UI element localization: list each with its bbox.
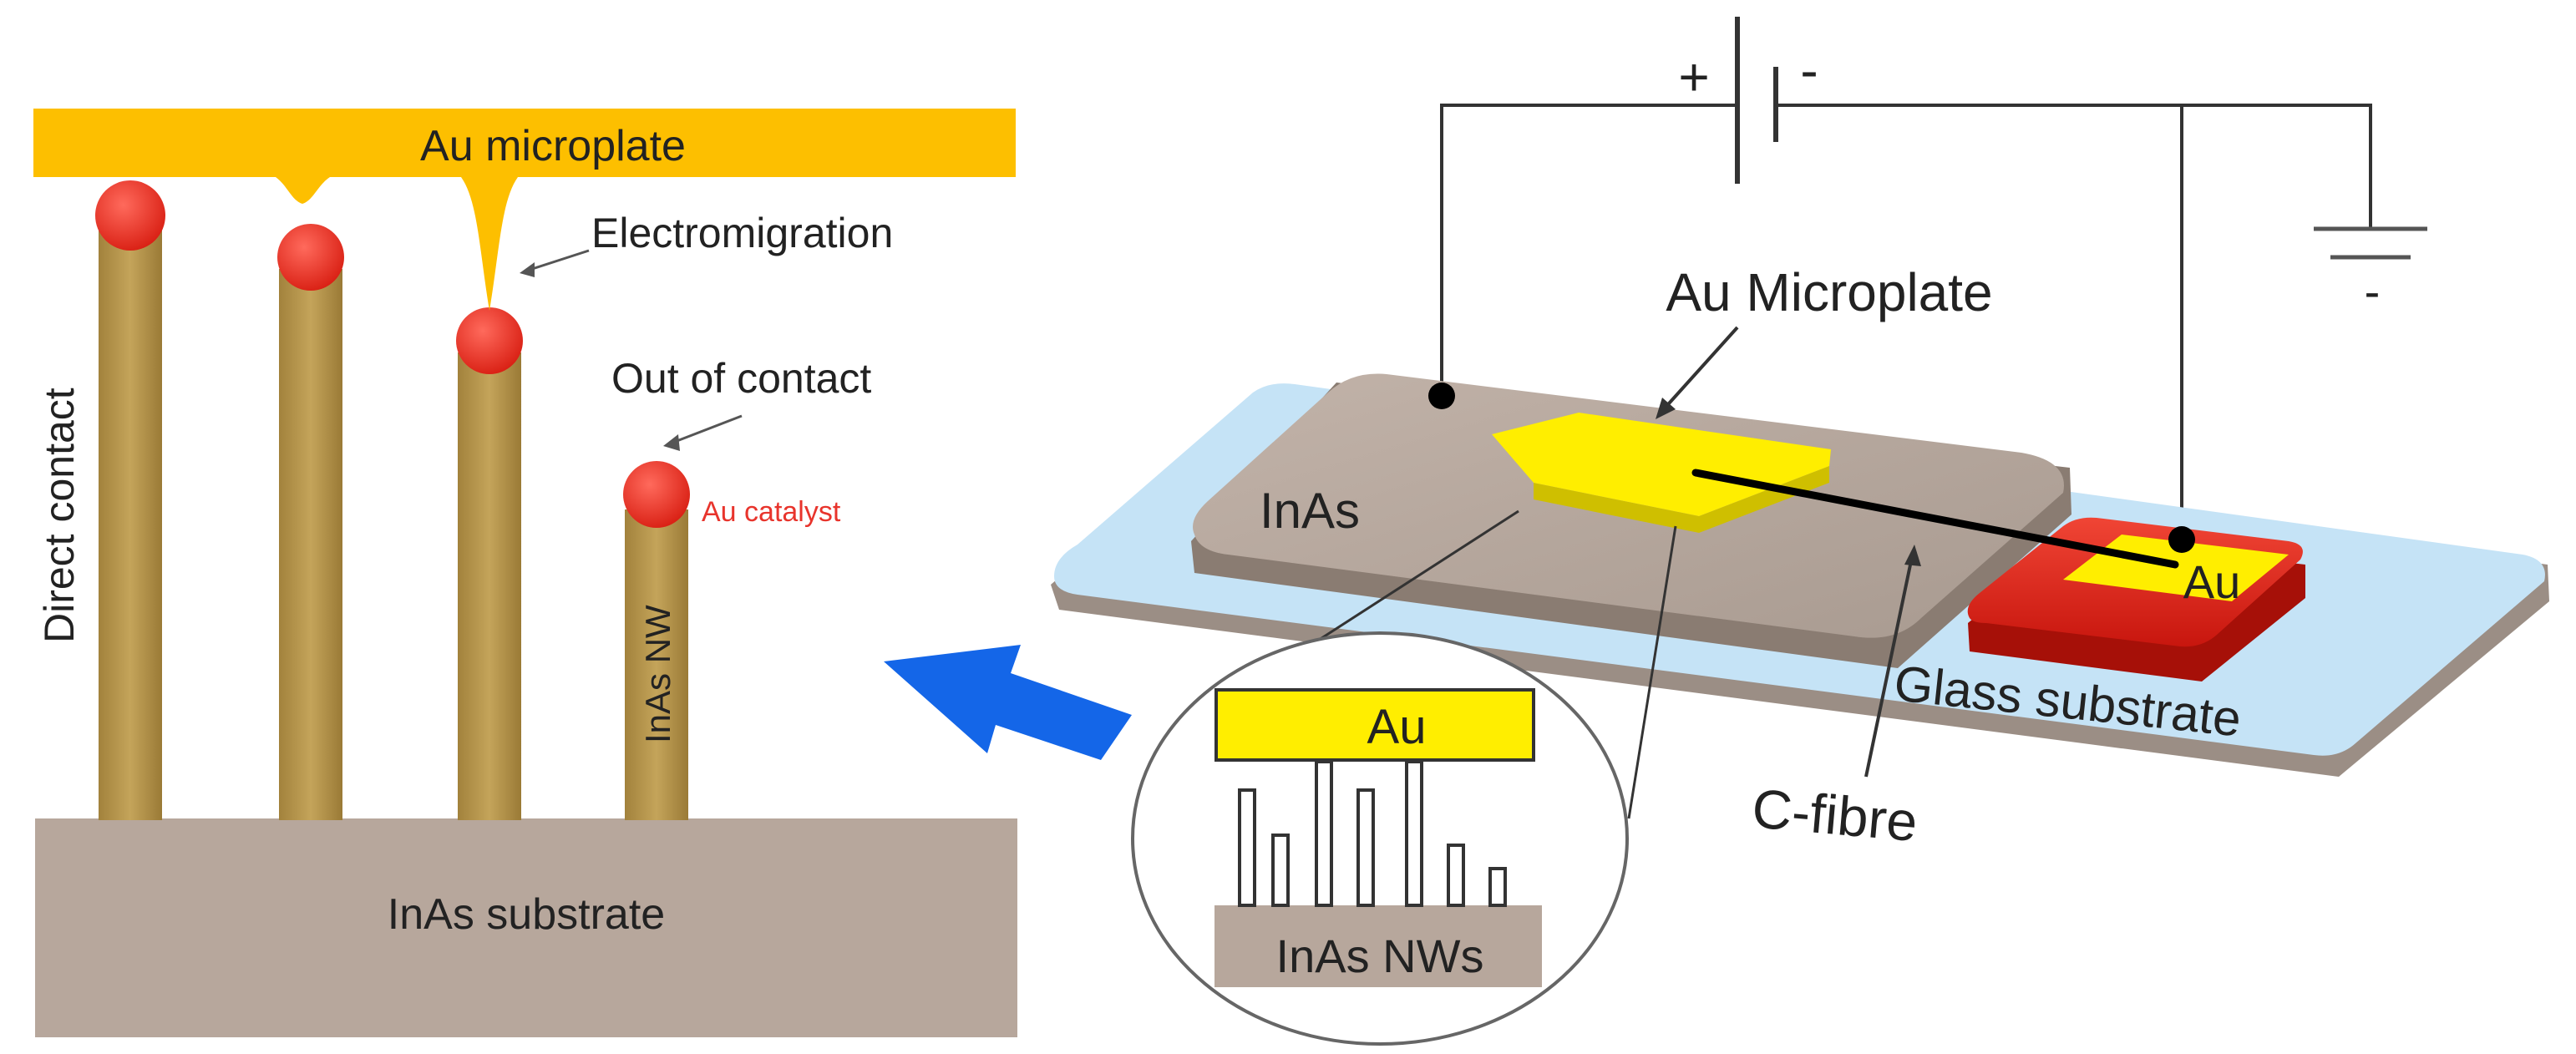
inset-au-label: Au [1367,700,1427,754]
inas-substrate-label: InAs substrate [388,890,665,939]
zoom-line-right [1627,525,1677,819]
battery-plus-label: + [1678,47,1709,107]
electromigration-arrow [524,249,590,273]
ground-icon [2314,226,2427,260]
nanowire-2 [279,269,342,820]
contact-dot-left [1428,383,1455,409]
ground-minus-label: - [2365,265,2381,317]
catalyst-ball-2 [277,224,344,291]
carbon-fibre [1691,469,2179,569]
inas-nw-label: InAs NW [638,605,677,743]
inset-nanowire-6 [1447,844,1465,907]
circuit-wire-left [1440,104,1736,401]
right-panel: + - - InAs Au Au Microplate [1051,17,2549,1046]
inset-nanowire-1 [1238,788,1256,907]
au-microplate-label: Au microplate [420,122,686,170]
circuit-wire-right [1777,104,2372,229]
au-microplate-3d-arrowhead [1656,398,1676,419]
inset-inas-nws-label: InAs NWs [1276,930,1484,982]
au-microplate-bar [33,109,1016,311]
direct-contact-label: Direct contact [36,388,83,643]
inas-substrate-block [35,818,1017,1037]
inset-nanowire-2 [1271,834,1290,907]
inset-zoom: InAs NWs Au [1131,631,1629,1046]
au-microplate-3d-label: Au Microplate [1666,262,1992,322]
electromigration-label: Electromigration [591,210,893,256]
inset-nanowire-7 [1488,867,1507,907]
battery-minus-label: - [1800,40,1818,100]
inas-platform-label: InAs [1260,483,1360,539]
inset-nanowire-3 [1315,760,1333,907]
c-fibre-label: C-fibre [1750,777,1920,853]
catalyst-ball-3 [456,307,523,374]
left-panel: InAs substrate Au microplate Electromigr… [33,109,1017,1037]
au-pad-label: Au [2183,555,2241,608]
au-microplate-hexagon [1492,413,1831,516]
catalyst-ball-1 [95,180,165,251]
inset-nanowire-5 [1405,760,1423,907]
electromigration-arrowhead [520,262,535,277]
nanowire-1 [99,225,162,820]
c-fibre-arrow [1864,552,1914,778]
nanowire-4 [625,509,688,820]
contact-dot-right [2168,526,2195,553]
out-of-contact-label: Out of contact [611,355,871,402]
c-fibre-arrowhead [1904,545,1921,566]
au-microplate-hexagon-side [1534,466,1829,533]
inset-au-bar [1214,688,1535,762]
out-of-contact-arrowhead [663,434,680,451]
zoom-direction-arrow [884,645,1132,760]
inset-inas-substrate [1214,905,1542,987]
inset-nanowire-4 [1356,788,1375,907]
catalyst-ball-4 [623,461,690,528]
au-catalyst-label: Au catalyst [702,496,841,528]
out-of-contact-arrow [667,414,743,446]
au-microplate-3d-arrow [1661,326,1739,413]
nanowire-3 [458,352,521,820]
